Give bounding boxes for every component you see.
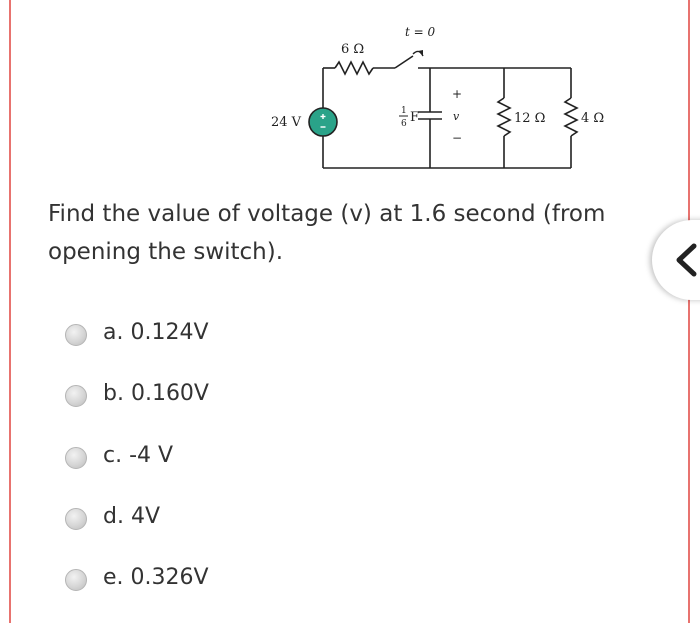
option-c[interactable]: c. -4 V [65, 435, 173, 475]
source-label: 24 V [271, 115, 302, 130]
resistor-12-label: 12 Ω [514, 111, 545, 126]
option-label: a. 0.124V [103, 319, 209, 345]
voltage-minus: − [452, 131, 462, 145]
right-border [688, 0, 690, 623]
radio-button[interactable] [65, 385, 87, 407]
chevron-left-icon [676, 243, 697, 277]
capacitor-unit: F [410, 110, 419, 125]
option-a[interactable]: a. 0.124V [65, 312, 209, 352]
radio-button[interactable] [65, 324, 87, 346]
left-border [9, 0, 11, 623]
resistor-6-label: 6 Ω [341, 42, 364, 57]
radio-button[interactable] [65, 569, 87, 591]
capacitor-denominator: 6 [401, 119, 407, 129]
switch-label: t = 0 [405, 25, 436, 39]
circuit-diagram: t = 0 6 Ω 24 V 1 6 F + v − 12 Ω 4 Ω [271, 25, 604, 169]
option-b[interactable]: b. 0.160V [65, 373, 209, 413]
option-label: b. 0.160V [103, 380, 209, 406]
back-button[interactable] [652, 220, 700, 300]
option-label: e. 0.326V [103, 564, 209, 590]
voltage-plus: + [452, 87, 462, 101]
option-label: c. -4 V [103, 442, 174, 468]
option-label: d. 4V [103, 503, 160, 529]
question-text: Find the value of voltage (v) at 1.6 sec… [48, 201, 606, 265]
radio-button[interactable] [65, 508, 87, 530]
radio-button[interactable] [65, 447, 87, 469]
resistor-4-label: 4 Ω [581, 111, 604, 126]
option-e[interactable]: e. 0.326V [65, 557, 209, 597]
option-d[interactable]: d. 4V [65, 496, 160, 536]
voltage-label: v [453, 110, 460, 123]
capacitor-numerator: 1 [401, 106, 407, 116]
